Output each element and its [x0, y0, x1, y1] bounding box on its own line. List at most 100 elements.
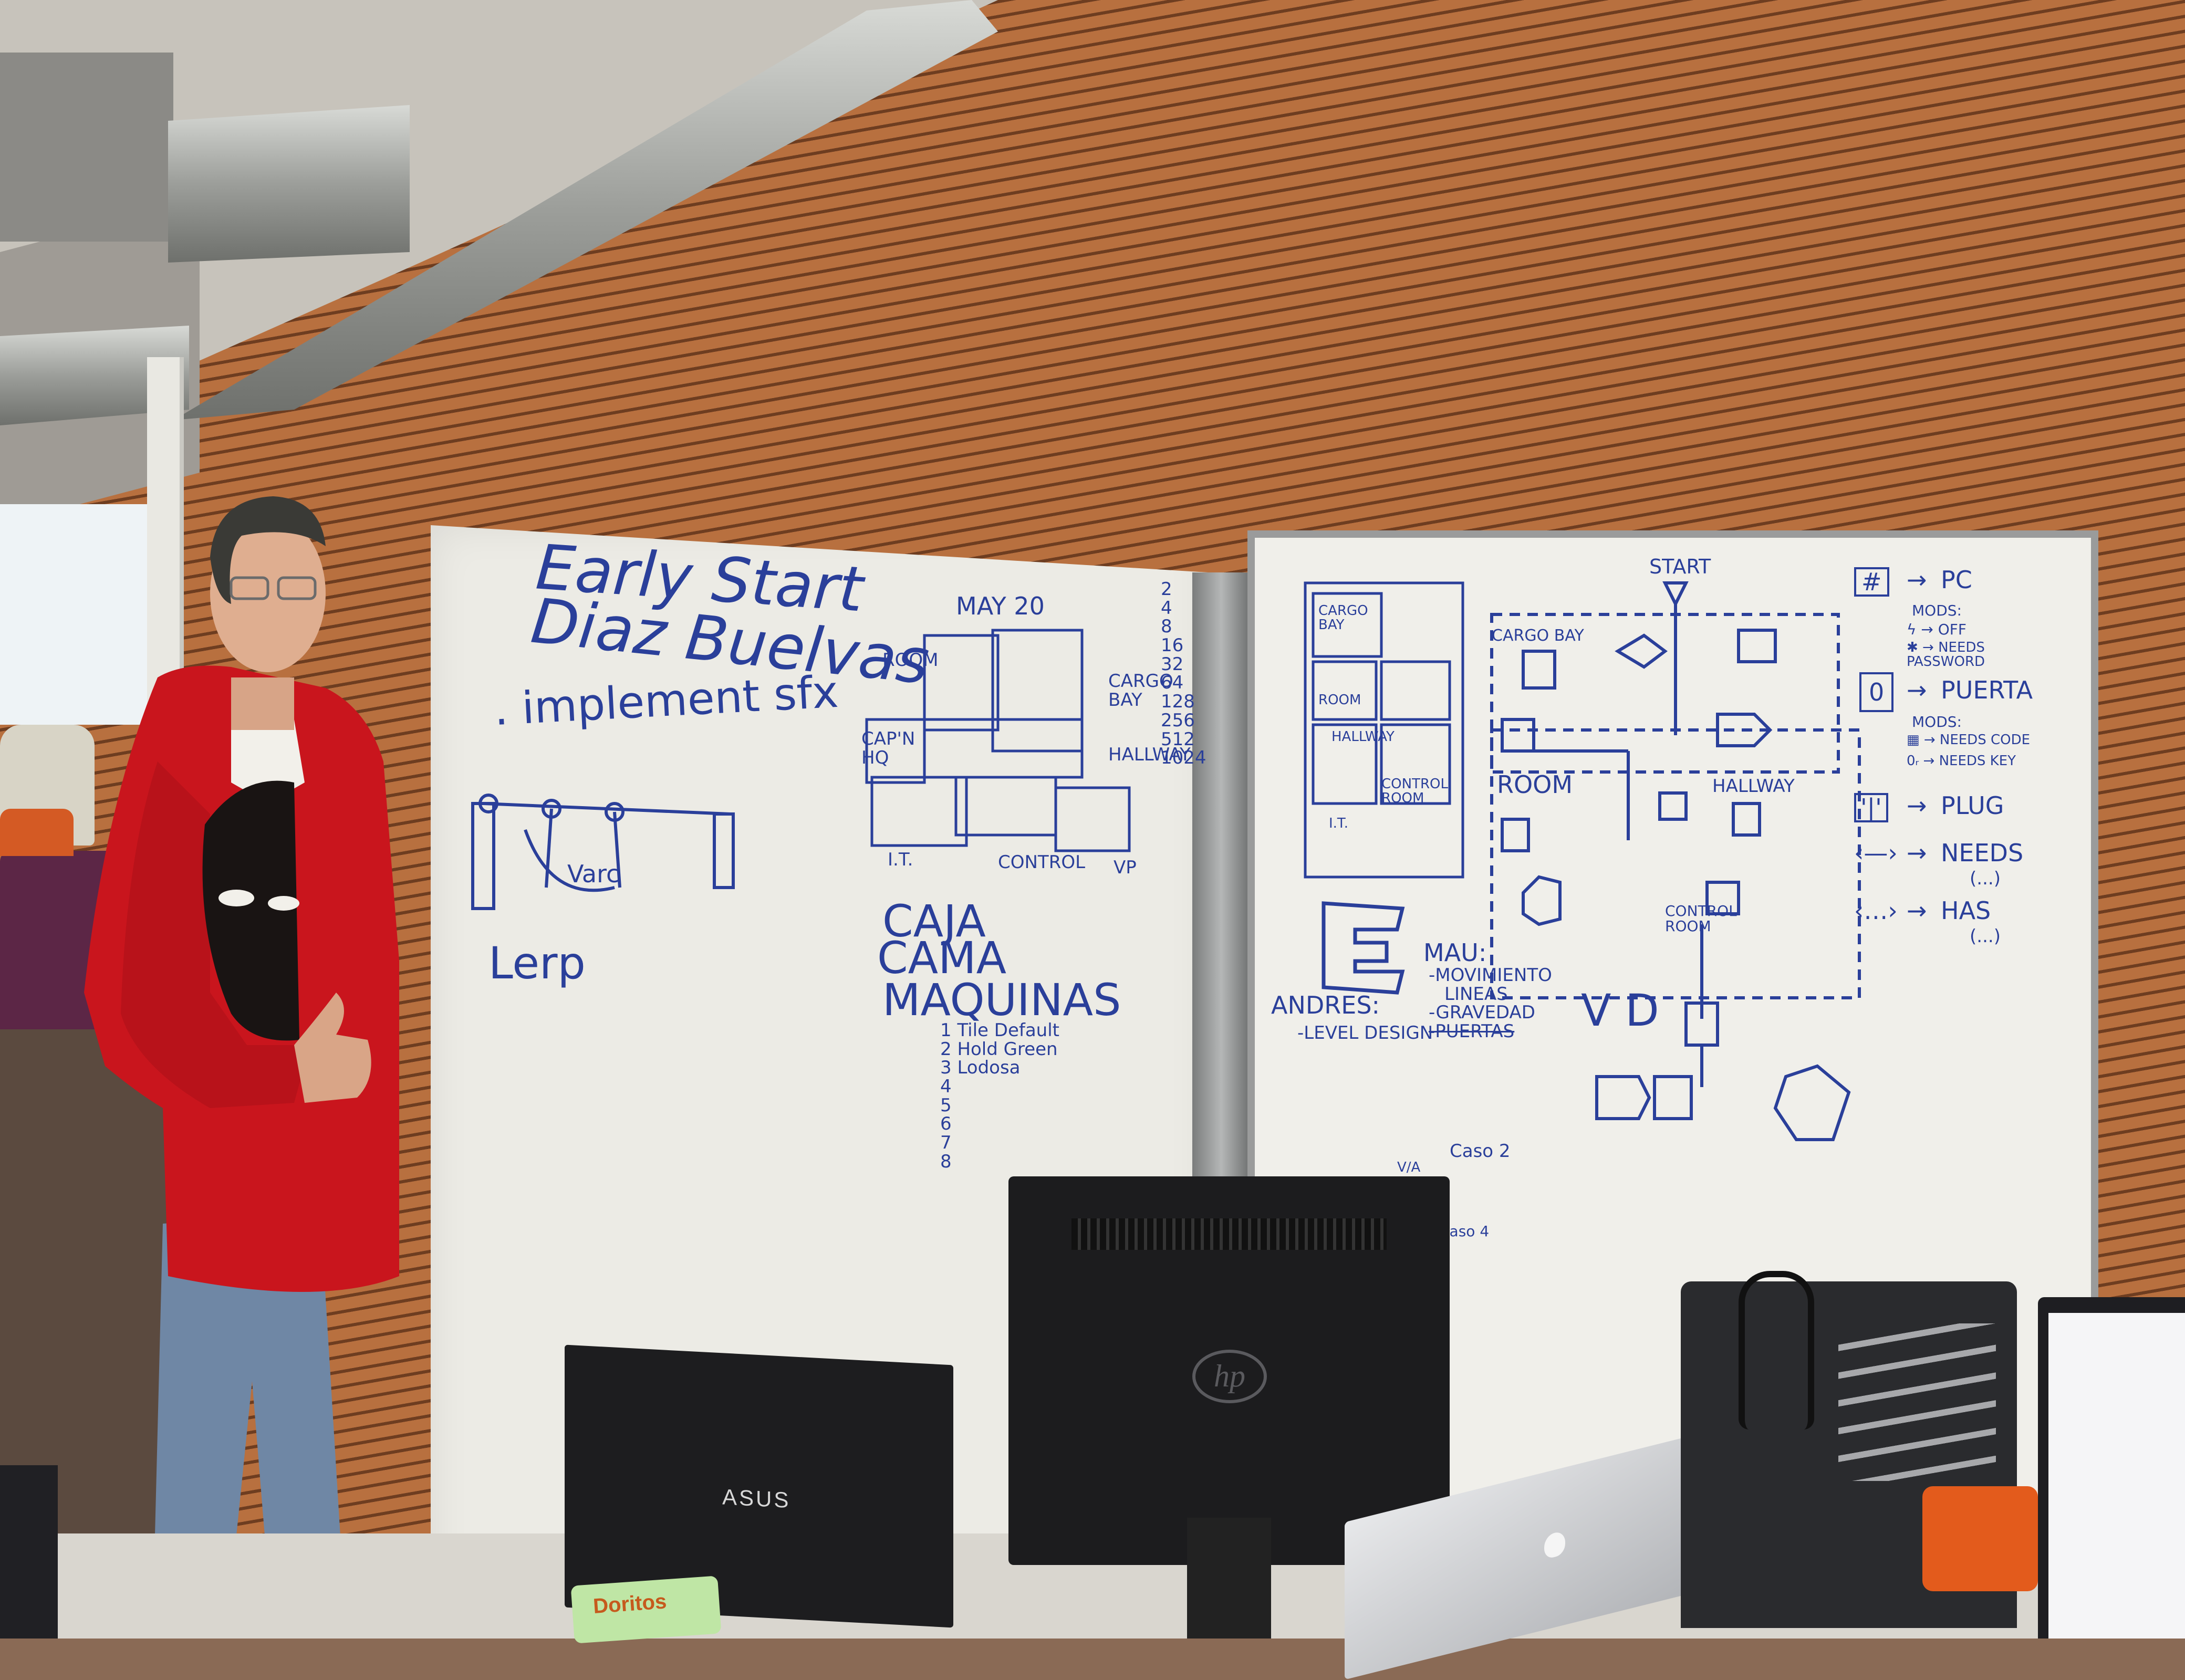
- power-256: 256: [1161, 709, 1195, 731]
- list-item-4: 4: [940, 1076, 952, 1098]
- person: [84, 496, 399, 1639]
- case-label-va: V/A: [1397, 1160, 1421, 1175]
- right-laptop: [2038, 1297, 2185, 1639]
- case-label-2: Caso 2: [1450, 1141, 1511, 1162]
- flow-hex-key: [1773, 1064, 1851, 1141]
- legend-item-pc: # → PC MODS: ϟ → OFF ✱ → NEEDS PASSWORD: [1849, 567, 2080, 672]
- flow-box-3b: [1732, 802, 1761, 837]
- plan-cargo-bay: [991, 629, 1084, 753]
- apple-logo-icon: [1544, 1530, 1565, 1560]
- chip-bag: Doritos: [570, 1575, 722, 1644]
- list-item-8: 8: [940, 1151, 952, 1172]
- dashed-cargo-area: [1490, 613, 1840, 774]
- list-item-5: 5: [940, 1094, 952, 1116]
- flow-hex-needs: [1716, 713, 1773, 747]
- right-laptop-screen: [2048, 1313, 2185, 1639]
- flow-box-4b: [1653, 1075, 1693, 1120]
- asus-logo: ASUS: [722, 1484, 791, 1513]
- small-map-room: [1312, 660, 1378, 721]
- legend-note-puerta-key: 0ᵣ → NEEDS KEY: [1907, 753, 2016, 769]
- plan-control: [954, 776, 1057, 837]
- list-item-1: 1 Tile Default: [940, 1020, 1060, 1041]
- lerp-leg-2: [613, 811, 621, 888]
- andres-task: -LEVEL DESIGN: [1297, 1022, 1433, 1044]
- legend-arrow-pc: →: [1907, 566, 1927, 594]
- logo-e-outline: [1322, 901, 1405, 995]
- legend-label-has: HAS: [1941, 896, 1991, 925]
- legend-symbol-has: ‹…›: [1854, 896, 1898, 925]
- glasses-left: [230, 576, 269, 600]
- flow-box-2: [1501, 718, 1535, 753]
- flow-hex-password: [1595, 1075, 1651, 1120]
- legend-label-needs: NEEDS: [1941, 839, 2024, 867]
- power-128: 128: [1161, 691, 1195, 713]
- legend-note-puerta-code: ▦ → NEEDS CODE: [1907, 732, 2031, 748]
- legend-note-has: (...): [1970, 926, 2001, 947]
- legend-arrow-has: →: [1907, 896, 1927, 925]
- deadpool-emblem: [202, 780, 299, 1041]
- mau-task-1: -MOVIMIENTO: [1429, 965, 1552, 986]
- power-8: 8: [1161, 616, 1172, 638]
- plan-label-cargo-bay: CARGO BAY: [1108, 671, 1173, 711]
- legend-item-puerta: 0 → PUERTA MODS: ▦ → NEEDS CODE 0ᵣ → NEE…: [1849, 672, 2080, 793]
- legend-symbol-plug: '|': [1854, 793, 1888, 823]
- mau-task-list: -MOVIMIENTO LINEAS -GRAVEDAD -PUERTAS: [1429, 966, 1552, 1041]
- flow-box-1a: [1522, 650, 1556, 690]
- orange-bag: [1922, 1486, 2038, 1591]
- flow-diagram: [1490, 581, 1861, 1141]
- power-512: 512: [1161, 728, 1195, 750]
- monitor-vent-top: [1071, 1218, 1387, 1250]
- flow-hex-control: [1522, 875, 1562, 926]
- legend-label-puerta: PUERTA: [1941, 676, 2033, 704]
- hp-logo: hp: [1192, 1350, 1267, 1403]
- plan-date: MAY 20: [956, 592, 1045, 620]
- flow-box-1b: [1737, 629, 1777, 663]
- hoodie-arm: [121, 761, 310, 1108]
- mau-task-4: -PUERTAS: [1429, 1021, 1515, 1042]
- lerp-arc: [524, 829, 615, 892]
- plan-label-hallway: HALLWAY: [1108, 744, 1191, 765]
- legend-item-has: ‹…› → HAS (...): [1849, 898, 2080, 956]
- left-floor-plan: [865, 629, 1131, 852]
- left-laptop-edge: [0, 1465, 58, 1639]
- office-chair: [1681, 1281, 2017, 1628]
- hp-monitor: hp: [1008, 1176, 1450, 1565]
- window-light: [0, 504, 147, 725]
- plan-room: [923, 634, 1000, 732]
- emblem-eye-left: [218, 890, 254, 906]
- lerp-post-right: [713, 812, 735, 889]
- small-map-label-it: I.T.: [1329, 816, 1348, 831]
- flow-label-cargo-bay: CARGO BAY: [1492, 627, 1584, 645]
- small-map-label-room: ROOM: [1318, 692, 1361, 708]
- lerp-leg: [545, 808, 553, 888]
- mau-label: MAU:: [1423, 938, 1487, 967]
- list-item-7: 7: [940, 1132, 952, 1154]
- glasses-right: [277, 576, 317, 600]
- orange-chair: [0, 809, 74, 856]
- plan-it: [870, 776, 968, 847]
- lerp-diagram: [471, 794, 735, 910]
- chip-bag-label: Doritos: [592, 1590, 668, 1618]
- flow-box-4: [1658, 791, 1688, 821]
- plan-label-room: ROOM: [882, 650, 939, 671]
- small-map-label-hallway: HALLWAY: [1331, 729, 1395, 745]
- legend-arrow-puerta: →: [1907, 676, 1927, 704]
- lerp-post-left: [471, 802, 495, 910]
- power-2: 2: [1161, 579, 1172, 600]
- duct-pipes: [0, 0, 998, 425]
- right-small-map: [1304, 581, 1464, 879]
- legend-arrow-needs: →: [1907, 839, 1927, 867]
- chair-slats: [1838, 1323, 1996, 1481]
- small-map-hallway: [1380, 660, 1451, 721]
- word-cama: CAMA: [877, 932, 1007, 984]
- main-duct: [173, 0, 998, 420]
- legend: # → PC MODS: ϟ → OFF ✱ → NEEDS PASSWORD …: [1849, 567, 2080, 956]
- small-map-outer: [1304, 581, 1464, 879]
- jeans: [152, 1213, 347, 1639]
- word-maquinas: MAQUINAS: [882, 974, 1121, 1026]
- power-4: 4: [1161, 597, 1172, 619]
- power-64: 64: [1161, 672, 1184, 694]
- plan-vp: [1054, 786, 1131, 852]
- legend-note-pc-password: ✱ → NEEDS PASSWORD: [1907, 640, 1985, 670]
